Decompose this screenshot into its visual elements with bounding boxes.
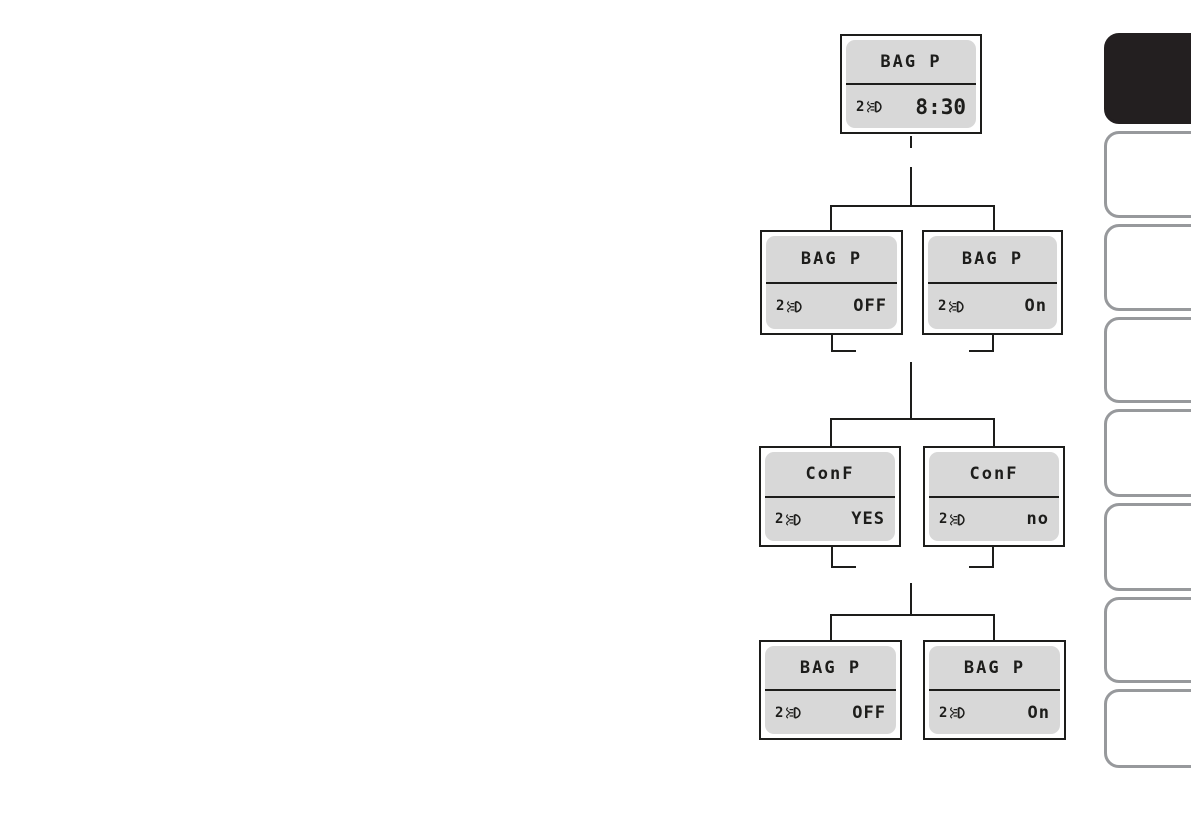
lcd-value: OFF: [852, 702, 886, 723]
lcd-title: BAG P: [799, 657, 862, 678]
display-node-initial: BAG P 2 8:30: [840, 34, 982, 134]
connector-line: [969, 350, 994, 352]
lcd-value: On: [1027, 702, 1050, 723]
display-node-result-on: BAG P 2 On: [923, 640, 1066, 740]
display-node-option-off: BAG P 2 OFF: [760, 230, 903, 335]
lcd-title: ConF: [805, 463, 855, 484]
lcd-screen: BAG P 2 On: [929, 646, 1060, 734]
connector-line: [993, 418, 995, 447]
indicator-label: 2: [776, 298, 785, 315]
lcd-divider: [765, 495, 895, 498]
lcd-title: BAG P: [961, 248, 1024, 269]
fog-light-icon: [786, 707, 802, 719]
lcd-divider: [846, 83, 976, 85]
connector-line: [992, 547, 994, 568]
lcd-screen: BAG P 2 8:30: [846, 40, 976, 128]
connector-line: [910, 583, 912, 616]
lcd-value: no: [1026, 509, 1049, 530]
fog-light-icon: [950, 513, 966, 526]
display-node-confirm-yes: ConF 2 YES: [759, 446, 901, 547]
fog-light-icon: [949, 300, 965, 313]
connector-line: [830, 614, 995, 616]
connector-line: [993, 205, 995, 232]
display-node-result-off: BAG P 2 OFF: [759, 640, 902, 740]
lcd-screen: BAG P 2 On: [928, 236, 1057, 329]
fog-light-icon: [867, 101, 883, 113]
fog-light-icon: [787, 300, 803, 313]
section-tab: [1104, 224, 1191, 311]
lcd-value: On: [1024, 296, 1047, 317]
lcd-screen: BAG P 2 OFF: [766, 236, 897, 329]
connector-line: [910, 167, 912, 207]
connector-line: [993, 614, 995, 641]
display-node-confirm-no: ConF 2 no: [923, 446, 1065, 547]
lcd-value: YES: [851, 509, 885, 530]
connector-line: [992, 335, 994, 352]
section-tab: [1104, 597, 1191, 683]
fog-light-icon: [950, 707, 966, 719]
lcd-title: BAG P: [800, 248, 863, 269]
indicator-label: 2: [939, 511, 948, 528]
headlight-position-indicator: 2: [939, 511, 966, 528]
connector-line: [969, 566, 994, 568]
headlight-position-indicator: 2: [775, 511, 802, 528]
section-tab: [1104, 503, 1191, 591]
indicator-label: 2: [856, 98, 865, 115]
indicator-label: 2: [775, 704, 784, 721]
lcd-value: OFF: [853, 296, 887, 317]
headlight-position-indicator: 2: [775, 704, 802, 721]
connector-line: [830, 418, 995, 420]
connector-line: [910, 136, 912, 148]
indicator-label: 2: [775, 511, 784, 528]
fog-light-icon: [786, 513, 802, 526]
lcd-value: 8:30: [915, 94, 966, 119]
lcd-divider: [766, 281, 897, 284]
headlight-position-indicator: 2: [856, 98, 883, 115]
lcd-divider: [929, 689, 1060, 691]
connector-line: [831, 335, 833, 352]
section-tab: [1104, 317, 1191, 403]
headlight-position-indicator: 2: [939, 704, 966, 721]
lcd-screen: BAG P 2 OFF: [765, 646, 896, 734]
lcd-divider: [929, 495, 1059, 498]
lcd-screen: ConF 2 YES: [765, 452, 895, 541]
section-tab: [1104, 689, 1191, 768]
connector-line: [830, 614, 832, 641]
lcd-title: BAG P: [963, 657, 1026, 678]
lcd-title: BAG P: [880, 51, 942, 72]
section-tab: [1104, 409, 1191, 497]
connector-line: [910, 362, 912, 420]
section-tab: [1104, 131, 1191, 218]
lcd-divider: [765, 689, 896, 691]
connector-line: [830, 418, 832, 447]
lcd-screen: ConF 2 no: [929, 452, 1059, 541]
lcd-title: ConF: [969, 463, 1019, 484]
section-tab-active: [1104, 33, 1191, 124]
headlight-position-indicator: 2: [776, 298, 803, 315]
indicator-label: 2: [939, 704, 948, 721]
connector-line: [830, 205, 832, 232]
connector-line: [831, 350, 856, 352]
display-node-option-on: BAG P 2 On: [922, 230, 1063, 335]
lcd-divider: [928, 281, 1057, 284]
connector-line: [831, 566, 856, 568]
connector-line: [830, 205, 995, 207]
headlight-position-indicator: 2: [938, 298, 965, 315]
indicator-label: 2: [938, 298, 947, 315]
connector-line: [831, 547, 833, 568]
